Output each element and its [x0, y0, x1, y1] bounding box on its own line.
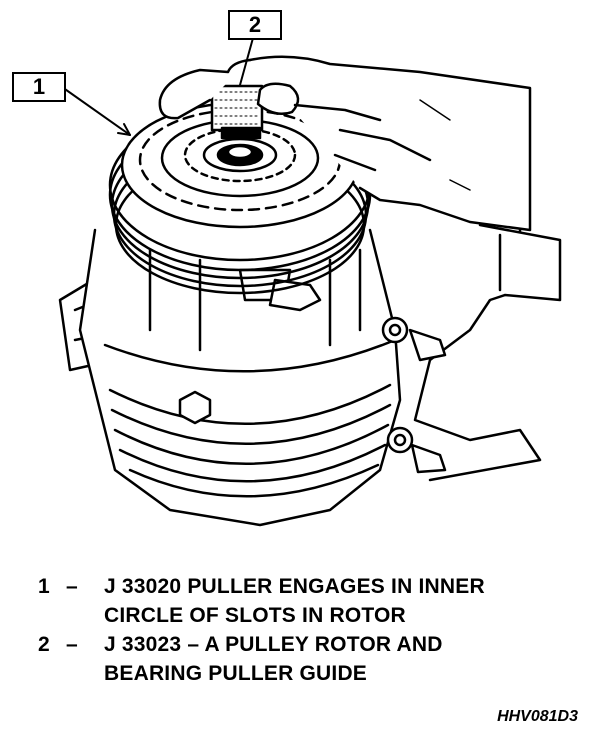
legend-line-2: CIRCLE OF SLOTS IN ROTOR [104, 604, 406, 627]
compressor-body [78, 228, 402, 527]
legend-line-1: J 33020 PULLER ENGAGES IN INNER [104, 575, 485, 598]
legend-dash: – [66, 575, 78, 598]
legend-line-1: J 33023 – A PULLEY ROTOR AND [104, 633, 443, 656]
callout-2: 2 [228, 10, 282, 40]
compressor-illustration [58, 37, 562, 527]
callout-1: 1 [12, 72, 66, 102]
legend-number: 2 [38, 633, 50, 656]
figure-code: HHV081D3 [497, 708, 578, 725]
leader-lines [61, 37, 254, 136]
legend-dash: – [66, 633, 78, 656]
puller-guide-tool [210, 84, 264, 140]
hand [158, 55, 532, 232]
legend-number: 1 [38, 575, 50, 598]
legend-line-2: BEARING PULLER GUIDE [104, 662, 368, 685]
